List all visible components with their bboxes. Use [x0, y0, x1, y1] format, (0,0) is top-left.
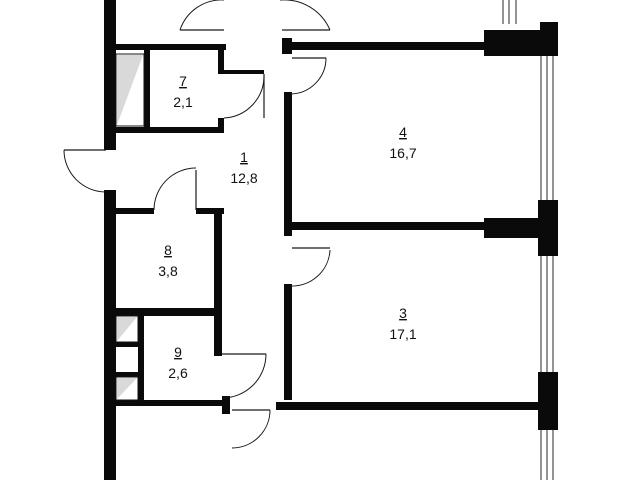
room-4-area: 16,7: [389, 145, 416, 161]
shaft-room9-b-fill: [117, 378, 137, 399]
room-1-area: 12,8: [230, 170, 257, 186]
room-3-number: 3: [399, 305, 407, 321]
wall-room7-left: [144, 50, 150, 132]
wall-room7-right-lower: [218, 118, 224, 133]
room-8-number: 8: [164, 242, 172, 258]
wall-room3-bottom: [276, 402, 540, 410]
wall-room7-door-top: [218, 70, 264, 74]
wall-room8-top: [104, 208, 154, 214]
wall-room9-shaft-sep: [104, 342, 144, 347]
wall-room9-right: [214, 316, 222, 356]
room-1-number: 1: [240, 149, 248, 165]
room-9-number: 9: [174, 344, 182, 360]
wall-room9-bottom: [104, 400, 228, 406]
room-labels: 7 2,1 4 16,7 1 12,8 8 3,8 3 17,1 9 2,6: [158, 73, 417, 381]
wall-room9-left: [138, 316, 144, 404]
wall-room8-bottom: [104, 308, 222, 316]
walls: [104, 0, 558, 480]
doors: [63, 0, 331, 449]
wall-room4-column-top: [484, 30, 540, 56]
wall-room7-top: [104, 44, 226, 50]
wall-column-mid-right: [538, 200, 558, 256]
room-4-number: 4: [399, 124, 407, 140]
windows: [502, 0, 554, 480]
door-top-arc: [179, 0, 224, 31]
room-7-number: 7: [179, 73, 187, 89]
wall-corridor-bottom-stub: [222, 396, 230, 414]
shaft-room9-a-fill: [117, 317, 137, 341]
wall-left-lower: [104, 190, 116, 480]
wall-room7-bottom: [104, 127, 224, 133]
room-7-area: 2,1: [173, 94, 193, 110]
wall-column-top-right: [540, 22, 558, 56]
wall-room4-top: [282, 42, 484, 50]
wall-room3-left: [284, 284, 292, 400]
room-3-area: 17,1: [389, 326, 416, 342]
room-9-area: 2,6: [168, 365, 188, 381]
wall-room4-left: [284, 92, 292, 236]
wall-room4-bottom: [284, 222, 486, 230]
wall-column-mid: [484, 218, 540, 238]
room-8-area: 3,8: [158, 263, 178, 279]
wall-left-upper: [104, 0, 116, 150]
wall-room8-top-right: [196, 208, 224, 214]
wall-room8-right: [214, 208, 222, 318]
wall-room9-shaft-sep2: [104, 372, 144, 377]
shafts: [115, 53, 145, 401]
shaft-room7-fill: [117, 55, 143, 125]
wall-room7-right-upper: [218, 44, 224, 72]
wall-column-low: [538, 372, 558, 430]
wall-room4-stub: [282, 38, 292, 54]
